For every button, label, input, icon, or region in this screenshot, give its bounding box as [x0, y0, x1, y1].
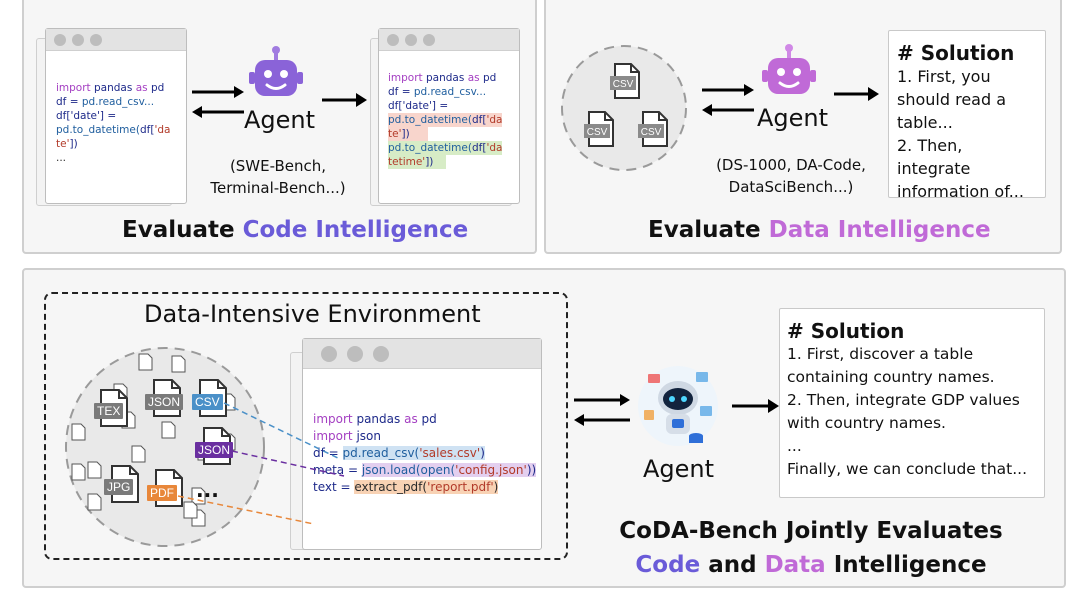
- arrow-right-icon: [834, 87, 879, 101]
- arrow-right-icon: [732, 399, 779, 413]
- benchmark-line: (SWE-Bench,: [229, 157, 327, 175]
- environment-box: [44, 292, 568, 560]
- solution-line: 2. Then, integrate: [897, 136, 971, 178]
- title-highlight: Code Intelligence: [242, 217, 469, 243]
- solution-body: 1. First, you should read a table... 2. …: [897, 65, 1037, 203]
- arrows-bottom: [574, 394, 630, 426]
- file-tag-tex: TEX: [94, 403, 124, 419]
- code-line: df['date'] =: [388, 100, 449, 112]
- code-window-before: import pandas as pd df = pd.read_csv... …: [45, 28, 187, 204]
- code-window-main: import pandas as pd import json df = pd.…: [302, 338, 542, 550]
- solution-line: 1. First, you: [897, 67, 991, 86]
- agent-label: Agent: [643, 455, 715, 483]
- arrow-right-icon: [322, 93, 367, 107]
- benchmark-line: Terminal-Bench...): [210, 179, 346, 197]
- solution-line: ...: [787, 437, 802, 455]
- agent-label: Agent: [244, 106, 316, 134]
- title-prefix: Evaluate: [122, 217, 235, 243]
- coda-caption: CoDA-Bench Jointly Evaluates Code and Da…: [606, 514, 1016, 582]
- window-titlebar: [303, 339, 541, 369]
- csv-tag-text: CSV: [613, 79, 634, 90]
- caption-intel: Intelligence: [833, 552, 987, 578]
- caption-line1: CoDA-Bench Jointly Evaluates: [619, 518, 1003, 544]
- code-window-after: import pandas as pd df = pd.read_csv... …: [378, 28, 520, 204]
- solution-line: information of...: [897, 182, 1024, 201]
- csv-tag-text: CSV: [641, 127, 662, 138]
- arrows-data: [702, 84, 754, 116]
- solution-line: containing country names.: [787, 368, 995, 386]
- solution-line: 2. Then, integrate GDP values: [787, 391, 1020, 409]
- benchmark-line: (DS-1000, DA-Code,: [716, 156, 866, 174]
- file-tag-jpg: JPG: [104, 479, 134, 495]
- code-before: import pandas as pd df = pd.read_csv... …: [56, 82, 171, 164]
- window-titlebar: [46, 29, 186, 51]
- code-line: ...: [56, 152, 67, 164]
- code-after: import pandas as pd df = pd.read_csv... …: [388, 72, 503, 169]
- benchmarks-code: (SWE-Bench, Terminal-Bench...): [203, 155, 353, 199]
- solution-line: table...: [897, 113, 953, 132]
- csv-file-icon: CSV: [584, 111, 614, 147]
- csv-tag-text: CSV: [587, 127, 608, 138]
- benchmarks-data: (DS-1000, DA-Code, DataSciBench...): [706, 154, 876, 198]
- csv-file-icon: CSV: [610, 63, 640, 99]
- csv-file-icon: CSV: [638, 111, 668, 147]
- solution-line: 1. First, discover a table: [787, 345, 974, 363]
- file-tag-csv: CSV: [192, 394, 223, 410]
- solution-box-bottom: # Solution 1. First, discover a table co…: [779, 308, 1045, 498]
- solution-line: should read a: [897, 90, 1007, 109]
- file-tag-json: JSON: [145, 394, 184, 410]
- more-files-ellipsis: ...: [196, 478, 219, 502]
- solution-heading: # Solution: [787, 319, 905, 343]
- robot-icon: [249, 46, 303, 96]
- robot-icon: [762, 44, 816, 94]
- caption-and: and: [708, 552, 757, 578]
- caption-data: Data: [764, 552, 826, 578]
- benchmark-line: DataSciBench...): [728, 178, 854, 196]
- title-prefix: Evaluate: [648, 217, 761, 243]
- code-line: df['date'] =: [56, 110, 117, 122]
- agent-label: Agent: [757, 104, 829, 132]
- solution-line: with country names.: [787, 414, 946, 432]
- caption-code: Code: [635, 552, 701, 578]
- solution-box-top: # Solution 1. First, you should read a t…: [888, 30, 1046, 201]
- code-intel-title: Evaluate Code Intelligence: [122, 217, 468, 243]
- solution-heading: # Solution: [897, 41, 1015, 65]
- solution-body: 1. First, discover a table containing co…: [787, 343, 1037, 481]
- ai-robot-icon: [638, 366, 718, 446]
- file-tag-json-highlight: JSON: [195, 442, 234, 458]
- data-intel-title: Evaluate Data Intelligence: [648, 217, 991, 243]
- title-highlight: Data Intelligence: [768, 217, 991, 243]
- arrows-code-left: [192, 86, 244, 118]
- file-tag-pdf: PDF: [147, 485, 177, 501]
- env-title: Data-Intensive Environment: [144, 300, 481, 328]
- window-titlebar: [379, 29, 519, 51]
- solution-line: Finally, we can conclude that...: [787, 460, 1028, 478]
